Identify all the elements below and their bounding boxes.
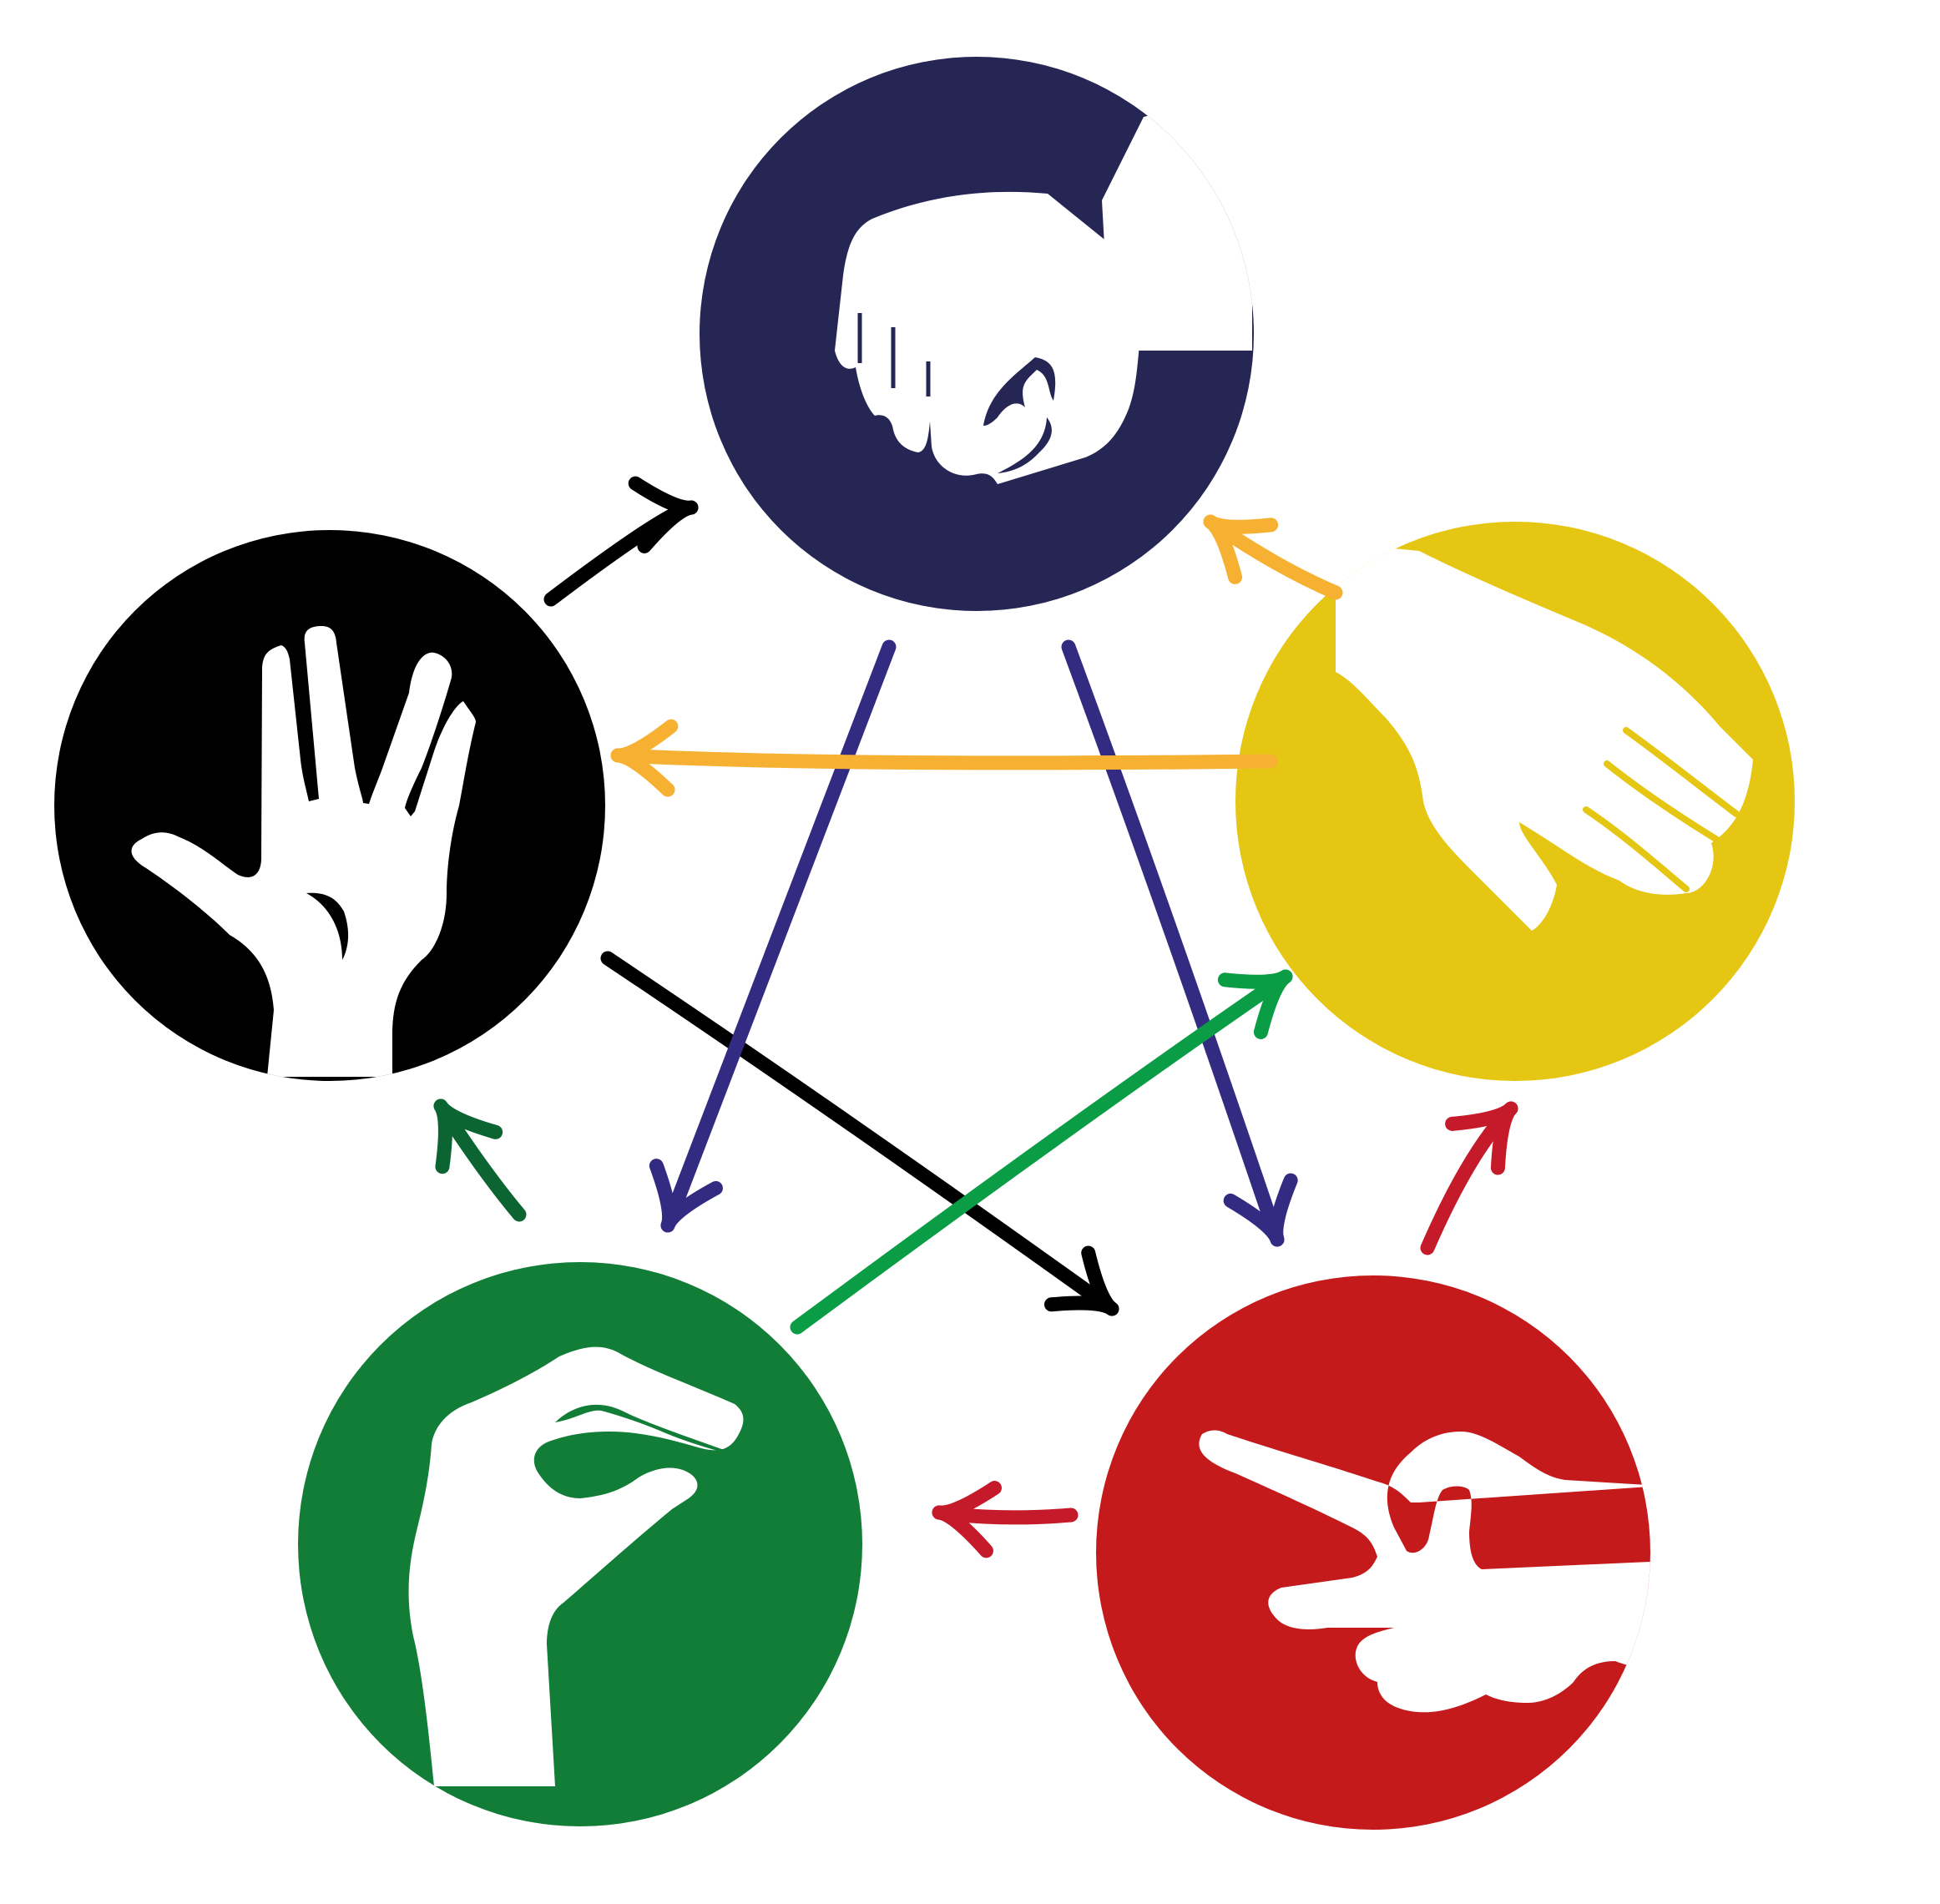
node-scissors-circle [1096, 1275, 1650, 1830]
node-rock [700, 57, 1254, 611]
arrowhead-scissors-to-lizard [932, 1481, 1002, 1558]
arrowhead-lizard-to-spock [433, 1098, 503, 1174]
lizard-hand-icon [408, 1346, 744, 1786]
edge-rock-to-scissors [1061, 639, 1285, 1247]
edge-lizard-to-paper [790, 969, 1293, 1335]
node-paper [1235, 522, 1795, 1081]
arrowhead-spock-to-scissors [1043, 1245, 1119, 1316]
edges-layer [433, 476, 1518, 1558]
arrowhead-paper-to-rock [1203, 514, 1279, 584]
node-scissors [1096, 1275, 1650, 1830]
node-lizard [298, 1262, 862, 1826]
scissors-hand-icon [1199, 1430, 1650, 1713]
edge-paper-to-spock [610, 748, 1278, 770]
edge-spock-to-scissors [600, 951, 1119, 1316]
arrowhead-spock-to-rock [628, 476, 699, 553]
edge-rock-to-lizard [660, 639, 897, 1233]
node-spock [54, 530, 605, 1081]
spock-hand-icon [131, 626, 476, 1077]
arrowhead-rock-to-scissors [1223, 1173, 1298, 1247]
flat-hand-icon [1336, 543, 1753, 931]
arrowhead-paper-to-spock [610, 719, 679, 797]
arrowhead-rock-to-lizard [649, 1159, 723, 1233]
arrowhead-scissors-to-paper [1445, 1101, 1518, 1175]
arrowhead-lizard-to-paper [1217, 969, 1293, 1039]
